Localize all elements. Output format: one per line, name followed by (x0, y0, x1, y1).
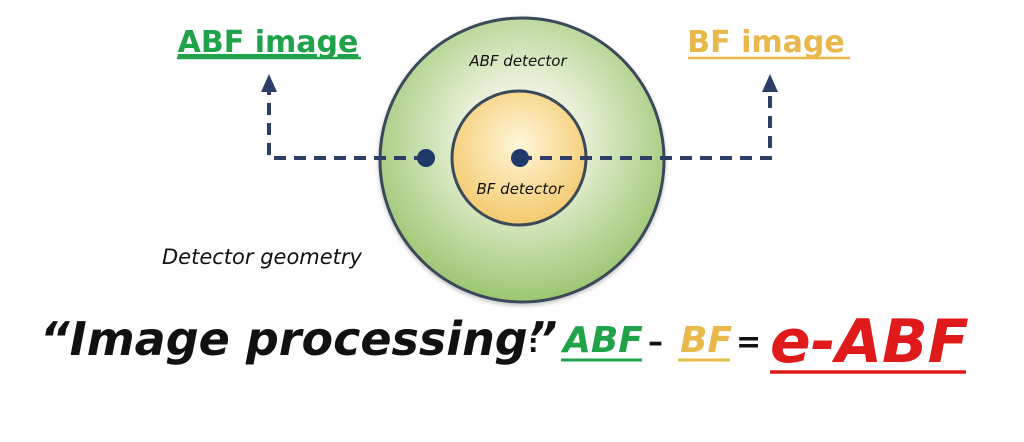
abf-detector-label: ABF detector (468, 52, 567, 70)
formula-result: e-ABF (770, 307, 969, 377)
bf-signal-path (520, 92, 772, 160)
geometry-caption: Detector geometry (162, 245, 363, 269)
bf-detector-label: BF detector (476, 180, 564, 198)
formula-prefix: “Image processing” (40, 312, 557, 366)
formula-colon: : (528, 329, 538, 359)
abf-signal-path (267, 92, 426, 160)
abf-arrowhead (261, 74, 277, 92)
bf-image-label: BF image (687, 25, 844, 60)
formula-term-bf: BF (680, 320, 732, 361)
formula-minus: – (648, 325, 663, 360)
bf-arrowhead (762, 74, 778, 92)
abf-image-label: ABF image (178, 25, 359, 60)
formula-term-abf: ABF (560, 320, 643, 361)
bf-sample-dot (511, 149, 529, 167)
formula-equals: = (736, 325, 761, 360)
abf-sample-dot (417, 149, 435, 167)
